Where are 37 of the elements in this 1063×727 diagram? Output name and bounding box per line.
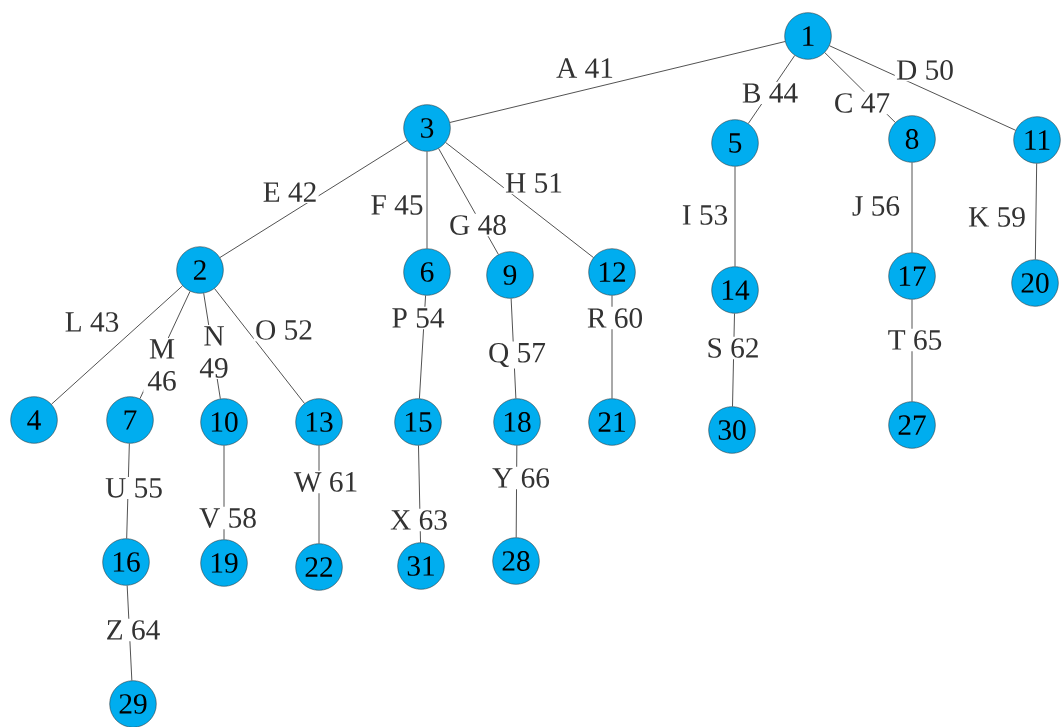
edge-label: L 43	[63, 310, 121, 334]
edge-line	[214, 288, 305, 404]
edge-label: K 59	[966, 205, 1028, 229]
edge-label: Z 64	[104, 618, 162, 642]
edge-label: U 55	[103, 476, 165, 500]
edge-line	[426, 151, 428, 249]
edge-label: Y 66	[490, 466, 552, 490]
edge-line	[445, 142, 594, 258]
edge-label: G 48	[447, 213, 509, 237]
edge-label: V 58	[197, 506, 259, 530]
edge-label: M 46	[143, 337, 181, 393]
edge-line	[1034, 163, 1038, 260]
edge-line	[734, 166, 736, 267]
edge-label: I 53	[680, 203, 730, 227]
edge-label: E 42	[261, 180, 319, 204]
edge-label: J 56	[850, 194, 902, 218]
edge-label: O 52	[253, 318, 315, 342]
edge-label: T 65	[886, 328, 944, 352]
edge-label: B 44	[740, 81, 800, 105]
edge-line	[51, 285, 183, 405]
edge-label: A 41	[554, 57, 616, 79]
edge-label: Q 57	[486, 341, 548, 369]
edge-label: P 54	[390, 306, 446, 330]
edge-line	[829, 45, 1016, 131]
edge-line	[449, 41, 786, 123]
edge-line	[911, 162, 913, 253]
edge-label: H 51	[503, 171, 565, 195]
edge-label: S 62	[705, 336, 761, 360]
edge-label: W 61	[292, 470, 360, 494]
edge-label: R 60	[585, 306, 645, 330]
edge-label: N 49	[195, 324, 233, 380]
edge-line	[219, 140, 408, 258]
edge-line	[318, 445, 320, 544]
edge-label: X 63	[388, 508, 450, 532]
edge-label: D 50	[894, 58, 956, 82]
edge-label: C 47	[832, 91, 892, 115]
edge-label: F 45	[369, 193, 425, 217]
